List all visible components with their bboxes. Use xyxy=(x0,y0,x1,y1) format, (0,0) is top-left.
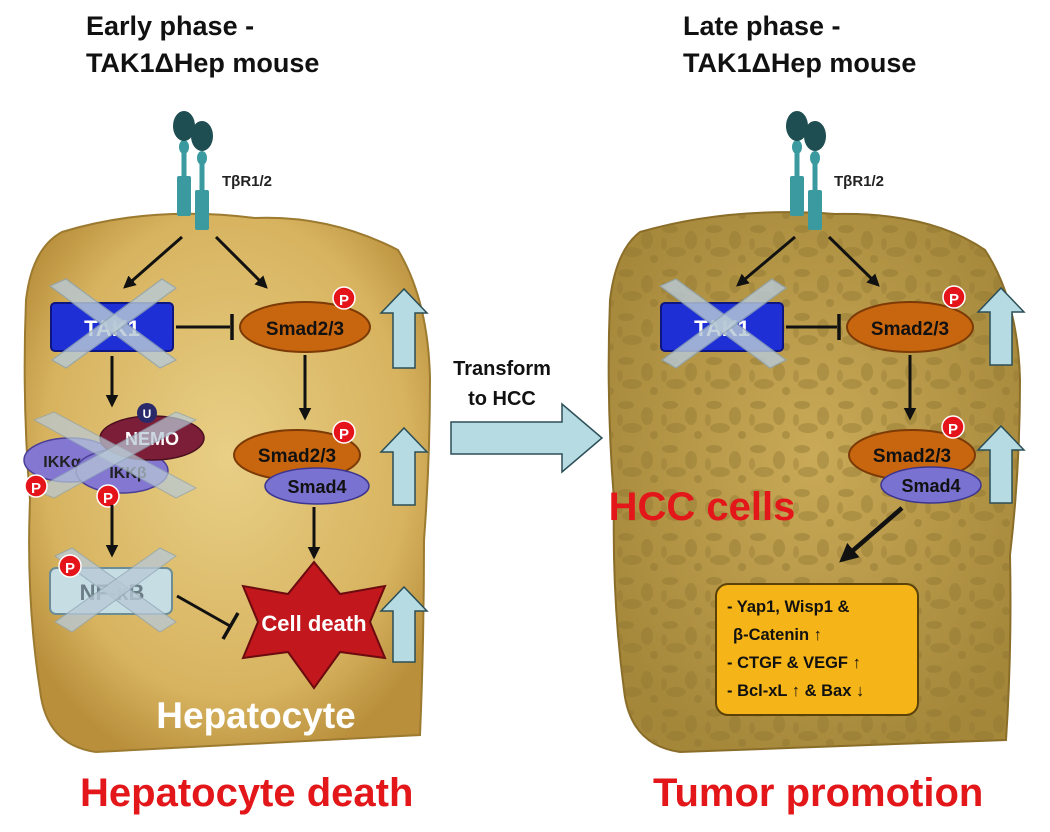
phospho-icon: P xyxy=(332,420,356,444)
svg-text:P: P xyxy=(339,426,349,443)
inhibition-nfkb-cell-death xyxy=(176,594,240,640)
svg-text:β-Catenin ↑: β-Catenin ↑ xyxy=(733,626,822,644)
smad-complex: Smad2/3 Smad4 xyxy=(848,429,982,504)
smad-complex: Smad2/3 Smad4 xyxy=(233,429,370,505)
tak1-node: TAK1 xyxy=(658,278,788,369)
svg-text:IKKα: IKKα xyxy=(43,454,81,471)
arrow-smad-to-targets xyxy=(839,506,904,563)
inhibition-tak1-smad xyxy=(176,314,234,340)
smad23-node: Smad2/3 xyxy=(239,301,371,353)
transform-label-line1: Transform xyxy=(453,358,551,380)
left-title: Early phase - TAK1ΔHep mouse xyxy=(86,8,319,82)
svg-text:Cell death: Cell death xyxy=(261,611,366,636)
cell-type-label: HCC cells xyxy=(609,485,796,529)
phospho-icon: P xyxy=(24,474,48,498)
arrow-receptor-to-tak1 xyxy=(123,235,183,289)
smad23-node: Smad2/3 xyxy=(846,301,974,353)
right-title-line2: TAK1ΔHep mouse xyxy=(683,48,917,78)
left-title-line2: TAK1ΔHep mouse xyxy=(86,48,320,78)
svg-text:P: P xyxy=(948,421,958,438)
svg-text:P: P xyxy=(65,560,75,577)
ubiquitin-icon: U xyxy=(137,403,157,423)
target-genes-box: - Yap1, Wisp1 & β-Catenin ↑ - CTGF & VEG… xyxy=(715,583,919,716)
svg-text:- Yap1, Wisp1 &: - Yap1, Wisp1 & xyxy=(727,598,850,616)
phospho-icon: P xyxy=(942,285,966,309)
svg-text:P: P xyxy=(949,291,959,308)
up-arrow-icon xyxy=(379,287,429,369)
inhibition-tak1-smad xyxy=(786,314,841,340)
left-title-line1: Early phase - xyxy=(86,11,255,41)
up-arrow-icon xyxy=(976,424,1026,504)
transform-label-line2: to HCC xyxy=(468,388,536,410)
left-outcome-label: Hepatocyte death xyxy=(80,771,414,815)
receptor-label: TβR1/2 xyxy=(222,173,272,190)
arrow-receptor-to-smad xyxy=(827,235,880,287)
phospho-icon: P xyxy=(96,484,120,508)
ikk-complex: IKKα IKKβ NEMO xyxy=(23,411,205,499)
svg-text:U: U xyxy=(143,407,152,421)
receptor-label: TβR1/2 xyxy=(834,173,884,190)
tak1-node: TAK1 xyxy=(48,278,178,369)
up-arrow-icon xyxy=(379,426,429,506)
svg-text:- CTGF & VEGF ↑: - CTGF & VEGF ↑ xyxy=(727,654,861,672)
transform-arrow-icon xyxy=(450,402,604,474)
tbr-receptor-icon xyxy=(173,111,213,230)
svg-text:Smad4: Smad4 xyxy=(901,476,960,496)
svg-text:P: P xyxy=(31,480,41,497)
up-arrow-icon xyxy=(379,585,429,663)
svg-text:Smad2/3: Smad2/3 xyxy=(871,319,949,340)
phospho-icon: P xyxy=(941,415,965,439)
svg-text:Smad2/3: Smad2/3 xyxy=(873,446,951,467)
cell-death-star: Cell death xyxy=(241,560,387,690)
nfkb-node: NF-κB xyxy=(49,547,177,633)
phospho-icon: P xyxy=(332,286,356,310)
svg-text:Smad4: Smad4 xyxy=(287,477,346,497)
right-outcome-label: Tumor promotion xyxy=(653,771,984,815)
svg-text:- Bcl-xL ↑ & Bax ↓: - Bcl-xL ↑ & Bax ↓ xyxy=(727,682,864,700)
phospho-icon: P xyxy=(58,554,82,578)
svg-text:P: P xyxy=(103,490,113,507)
svg-text:Smad2/3: Smad2/3 xyxy=(258,446,336,467)
svg-text:P: P xyxy=(339,292,349,309)
right-title-line1: Late phase - xyxy=(683,11,841,41)
arrow-receptor-to-tak1 xyxy=(736,235,796,287)
svg-text:Smad2/3: Smad2/3 xyxy=(266,319,344,340)
tbr-receptor-icon xyxy=(786,111,826,230)
arrow-receptor-to-smad xyxy=(214,235,268,289)
right-title: Late phase - TAK1ΔHep mouse xyxy=(683,8,916,82)
up-arrow-icon xyxy=(976,286,1026,366)
cell-type-label: Hepatocyte xyxy=(156,695,355,736)
